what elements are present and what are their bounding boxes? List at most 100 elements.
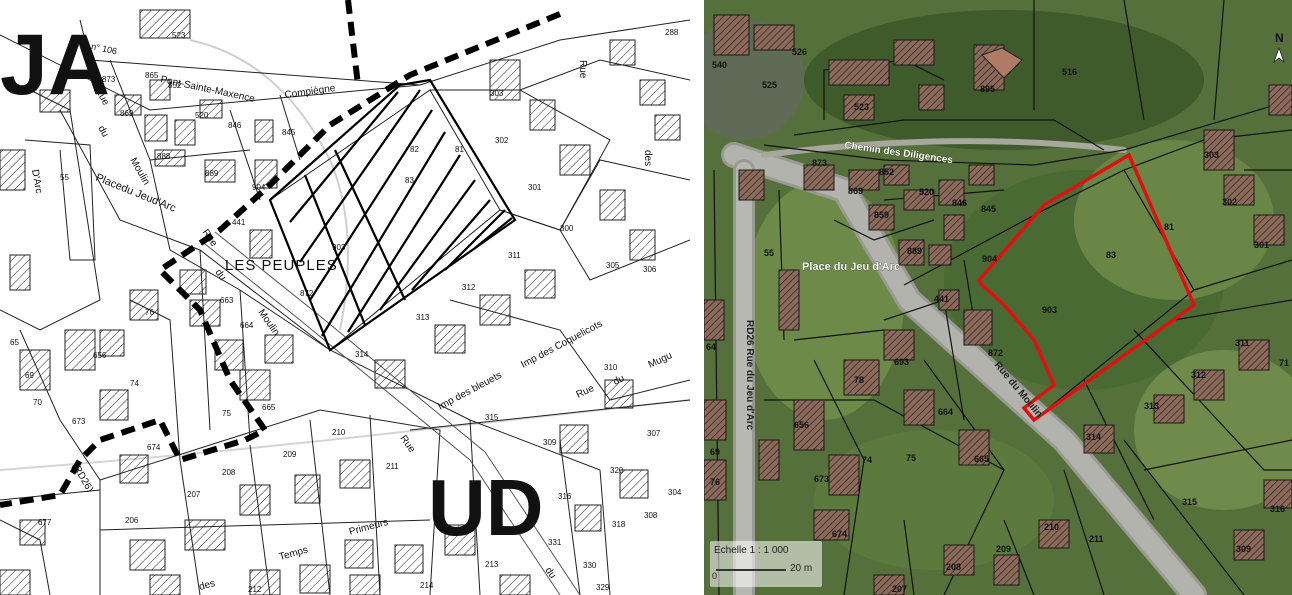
lieu-dit-label: LES PEUPLES bbox=[225, 257, 338, 274]
scale-title: Echelle 1 : 1 000 bbox=[714, 545, 789, 556]
parcel-number: 206 bbox=[125, 516, 139, 525]
parcel-number: 523 bbox=[854, 102, 869, 112]
parcel-number: 526 bbox=[792, 47, 807, 57]
parcel-number: 313 bbox=[416, 313, 430, 322]
parcel-number: 213 bbox=[485, 560, 499, 569]
parcel-number: 211 bbox=[386, 462, 399, 471]
parcel-number: 309 bbox=[543, 438, 557, 447]
parcel-number: 872 bbox=[300, 289, 314, 298]
parcel-number: 313 bbox=[1144, 401, 1159, 411]
street-label: Rue bbox=[398, 433, 418, 455]
parcel-number: 210 bbox=[332, 428, 346, 437]
parcel-number: 516 bbox=[1062, 67, 1077, 77]
parcel-number: 207 bbox=[187, 490, 201, 499]
parcel-number: 65 bbox=[10, 338, 19, 347]
parcel-number: 888 bbox=[157, 152, 171, 161]
street-label: du bbox=[95, 124, 110, 139]
parcel-number: 316 bbox=[558, 492, 572, 501]
parcel-number: 665 bbox=[974, 454, 989, 464]
parcel-number: 75 bbox=[222, 409, 231, 418]
street-label: Primeurs bbox=[348, 517, 389, 538]
street-label: du bbox=[213, 267, 228, 282]
parcel-number: 82 bbox=[410, 145, 419, 154]
parcel-number: 300 bbox=[560, 224, 574, 233]
street-label: D'Arc bbox=[29, 169, 44, 195]
parcel-number: 69 bbox=[25, 371, 34, 380]
parcel-number: 656 bbox=[93, 351, 107, 360]
parcel-number: 83 bbox=[1106, 250, 1116, 260]
street-label: RD26 Rue du Jeu d'Arc bbox=[744, 320, 755, 431]
street-label: Imp des Coquelicots bbox=[519, 318, 604, 370]
parcel-number: 314 bbox=[355, 350, 369, 359]
parcel-number: 307 bbox=[647, 429, 661, 438]
parcel-number: 75 bbox=[906, 453, 916, 463]
street-label: du bbox=[543, 565, 558, 580]
aerial-photo-svg: Chemin des Diligences RD26 Rue du Jeu d'… bbox=[704, 0, 1292, 595]
parcel-number: 873 bbox=[102, 75, 116, 84]
parcel-number: 303 bbox=[1204, 150, 1219, 160]
parcel-number: 316 bbox=[1270, 504, 1285, 514]
parcel-number: 208 bbox=[222, 468, 236, 477]
parcel-number: 674 bbox=[147, 443, 161, 452]
parcel-number: 55 bbox=[764, 248, 774, 258]
parcel-number: 523 bbox=[172, 31, 186, 40]
parcel-number: 329 bbox=[596, 583, 610, 592]
parcel-number: 211 bbox=[1089, 534, 1104, 544]
parcel-number: 207 bbox=[892, 584, 907, 594]
north-arrow-icon: N bbox=[1273, 31, 1285, 64]
parcel-number: 209 bbox=[996, 544, 1011, 554]
zone-label-ja: JA bbox=[0, 17, 110, 113]
zoning-plan-map: JA UD LES PEUPLES V.C. n° 106 Pont-Saint… bbox=[0, 0, 690, 595]
street-label: des bbox=[642, 150, 653, 166]
street-label: Imp des bleuets bbox=[436, 370, 504, 413]
parcel-number: 872 bbox=[988, 348, 1003, 358]
parcel-number: 304 bbox=[668, 488, 682, 497]
street-label: Rue bbox=[575, 383, 597, 401]
north-label: N bbox=[1275, 31, 1284, 45]
parcel-number: 845 bbox=[981, 204, 996, 214]
parcel-number: 311 bbox=[1235, 338, 1250, 348]
parcel-number: 869 bbox=[848, 186, 863, 196]
parcel-number: 320 bbox=[610, 466, 624, 475]
parcel-number: 302 bbox=[495, 136, 509, 145]
parcel-number: 540 bbox=[712, 60, 727, 70]
parcel-number: 312 bbox=[462, 283, 476, 292]
parcel-number: 71 bbox=[1279, 358, 1289, 368]
scale-zero-label: 0 bbox=[712, 571, 718, 581]
parcel-number: 74 bbox=[130, 379, 139, 388]
parcel-number: 441 bbox=[934, 294, 949, 304]
scale-line bbox=[716, 569, 786, 571]
parcel-number: 314 bbox=[1086, 432, 1101, 442]
project-perimeter bbox=[976, 152, 1197, 423]
parcel-number: 852 bbox=[879, 167, 894, 177]
parcel-number: 677 bbox=[38, 518, 52, 527]
parcel-number: 673 bbox=[72, 417, 86, 426]
parcel-number: 865 bbox=[145, 71, 159, 80]
street-label: Rue bbox=[577, 60, 588, 79]
parcel-number: 903 bbox=[1042, 305, 1057, 315]
parcel-number: 78 bbox=[854, 375, 864, 385]
scale-distance-label: 20 m bbox=[790, 563, 813, 574]
parcel-number: 76 bbox=[145, 308, 154, 317]
parcel-number: 311 bbox=[508, 251, 521, 260]
parcel-number: 288 bbox=[665, 28, 679, 37]
parcel-number: 212 bbox=[248, 585, 262, 594]
parcel-number: 301 bbox=[528, 183, 542, 192]
parcel-number: 301 bbox=[1254, 240, 1269, 250]
parcel-number: 315 bbox=[1182, 497, 1197, 507]
parcel-number: 663 bbox=[220, 296, 234, 305]
parcel-number: 70 bbox=[33, 398, 42, 407]
parcel-number: 308 bbox=[644, 511, 658, 520]
parcel-number: 315 bbox=[485, 413, 499, 422]
parcel-number: 674 bbox=[832, 529, 847, 539]
parcel-number: 846 bbox=[228, 121, 242, 130]
parcel-number: 845 bbox=[282, 128, 296, 137]
parcel-number: 81 bbox=[1164, 222, 1174, 232]
parcel-number: 664 bbox=[240, 321, 254, 330]
parcel-number: 520 bbox=[919, 187, 934, 197]
parcel-number: 665 bbox=[262, 403, 276, 412]
parcel-number: 852 bbox=[168, 81, 182, 90]
cadastral-plan-svg: JA UD LES PEUPLES V.C. n° 106 Pont-Saint… bbox=[0, 0, 690, 595]
parcel-number: 904 bbox=[252, 183, 266, 192]
parcel-number: 903 bbox=[332, 243, 346, 252]
